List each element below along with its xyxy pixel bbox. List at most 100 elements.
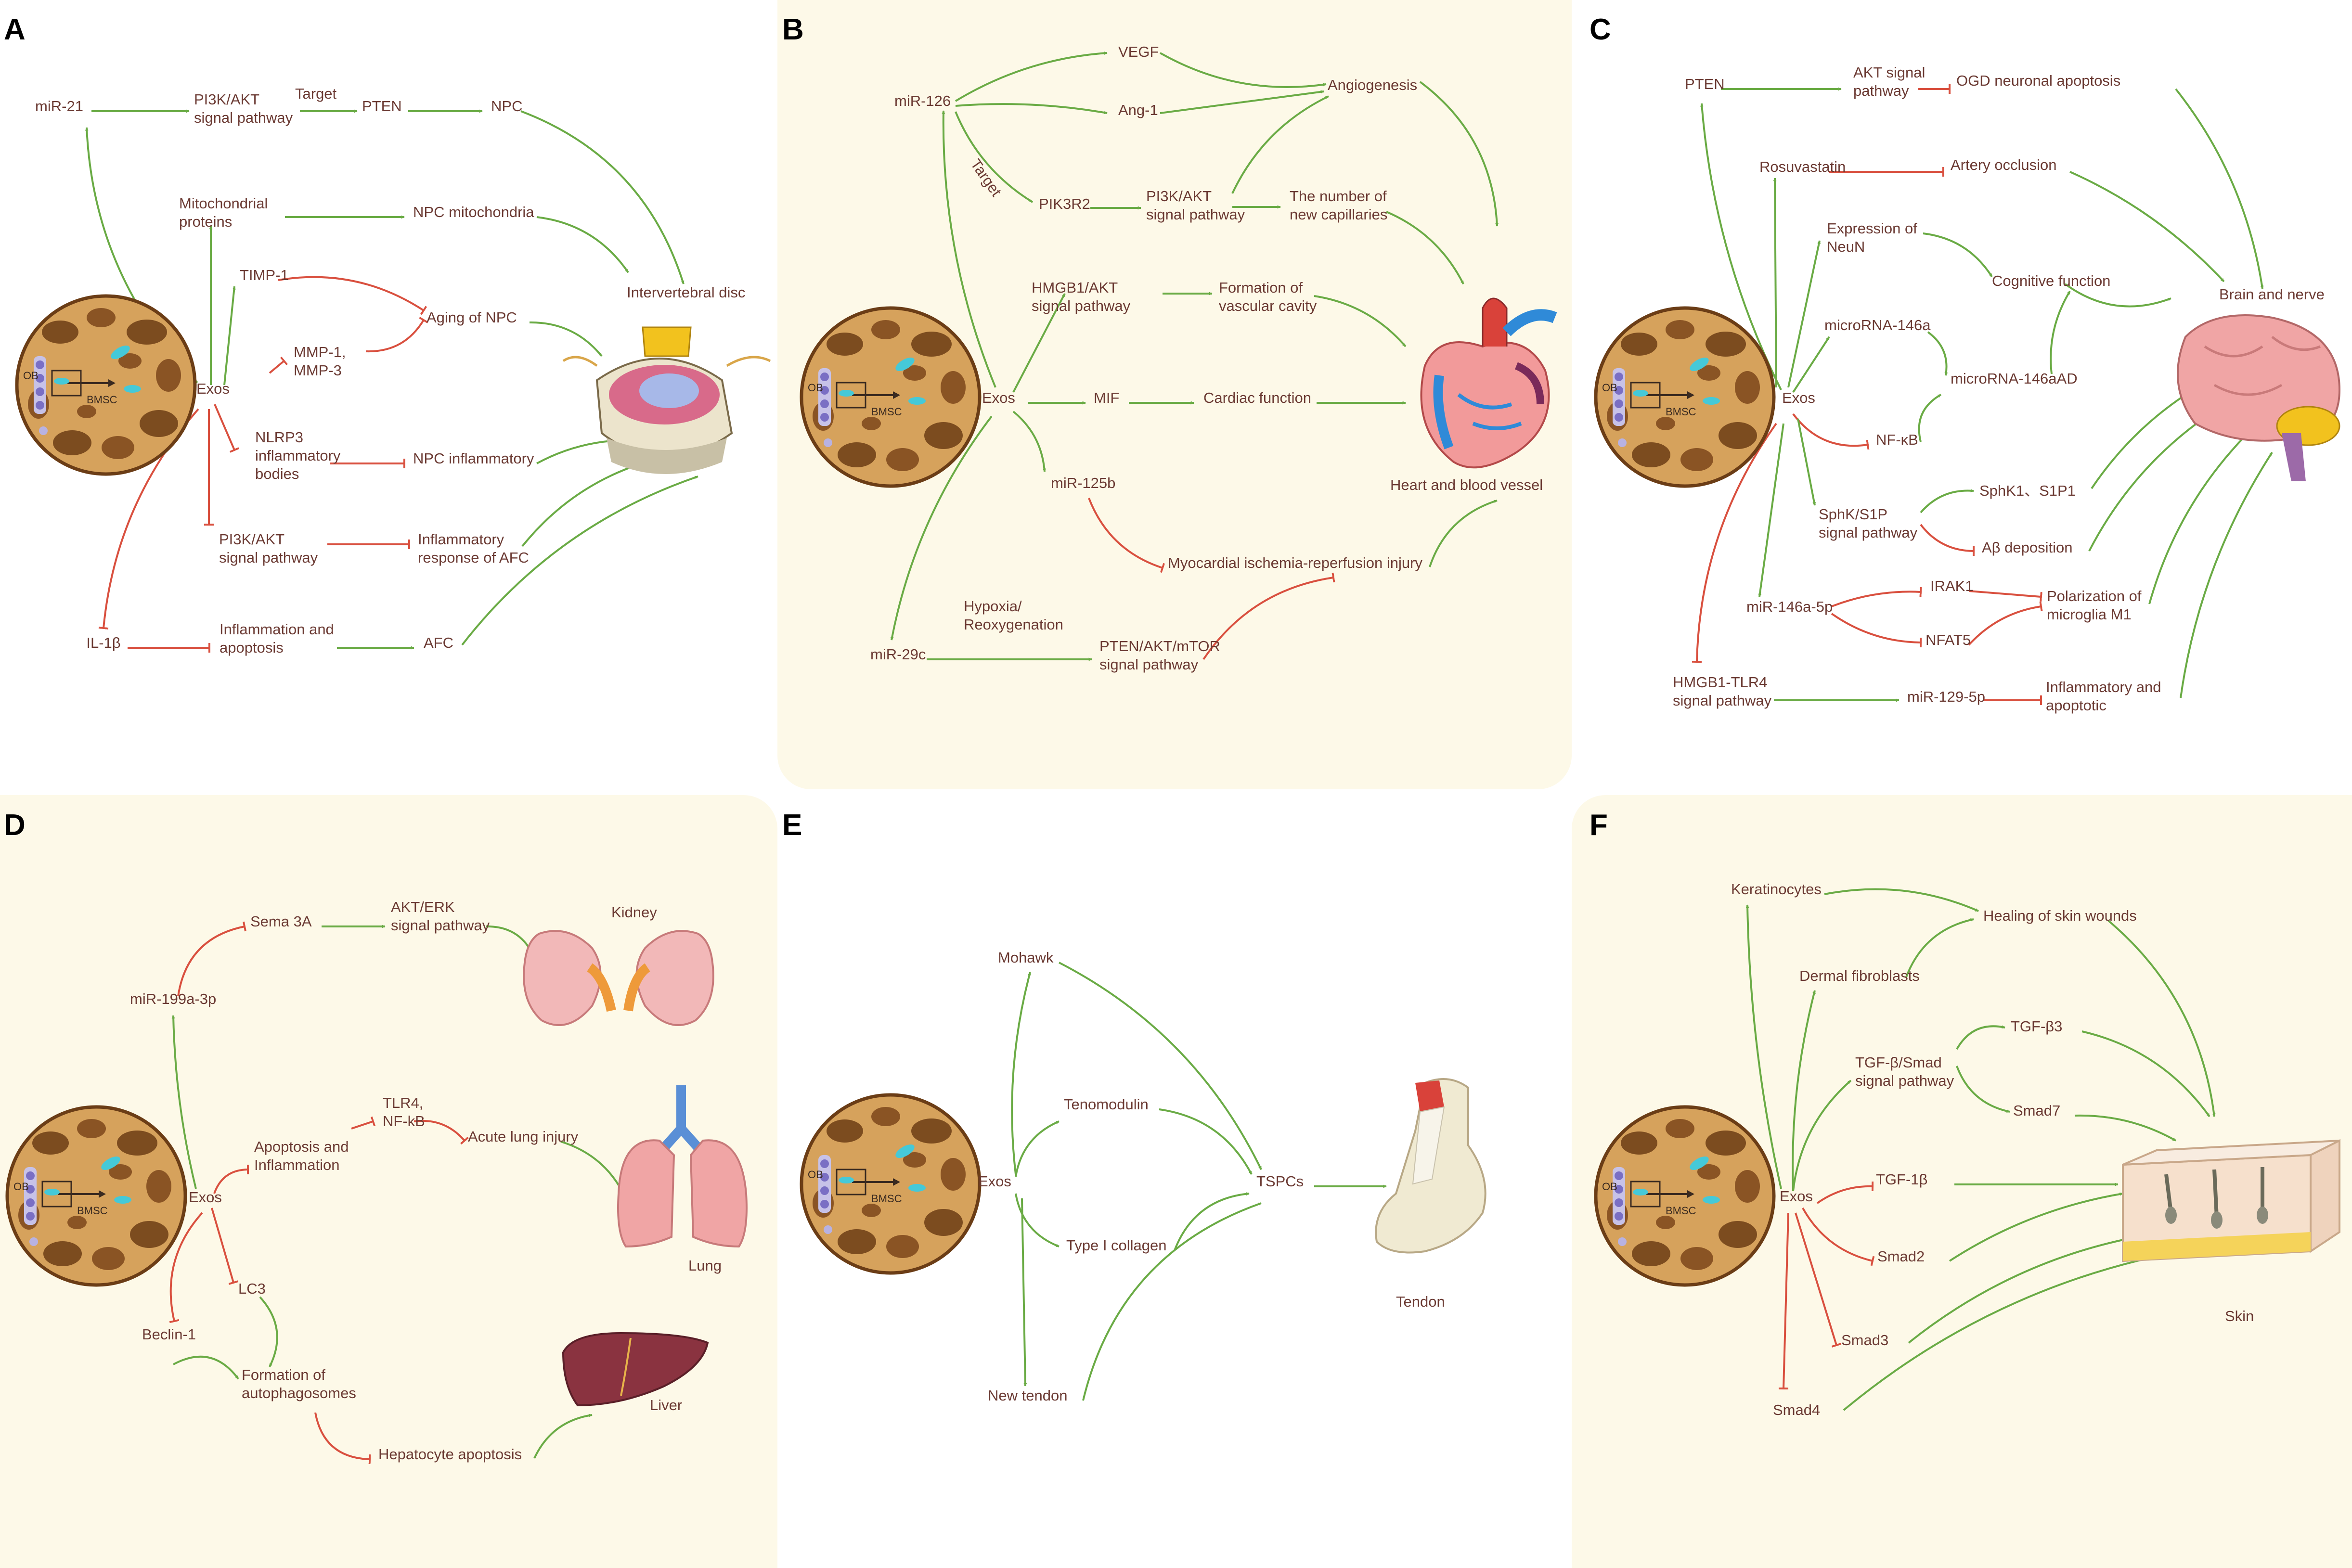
bone-marrow-illustration: OB BMSC	[7, 1107, 185, 1285]
inhibition-arrow	[1968, 590, 2042, 602]
node-a-mir21: miR-21	[35, 98, 83, 115]
panel-letter-e: E	[782, 809, 802, 842]
svg-text:BMSC: BMSC	[77, 1205, 108, 1217]
node-d-exos: Exos	[189, 1189, 222, 1206]
node-b-heart: Heart and blood vessel	[1390, 476, 1543, 493]
node-d-tlr4: TLR4,NF-kB	[383, 1094, 425, 1130]
activation-arrow	[2148, 423, 2259, 604]
node-c-nfat5: NFAT5	[1926, 631, 1971, 648]
tendon-illustration	[1375, 1078, 1486, 1254]
node-e-mohawk: Mohawk	[998, 949, 1054, 966]
activation-arrow	[1159, 1108, 1253, 1175]
activation-arrow	[2175, 88, 2264, 289]
node-c-pten: PTEN	[1685, 76, 1725, 92]
activation-arrow	[1905, 918, 1974, 977]
intervertebral-disc-illustration	[562, 326, 771, 474]
node-a-exos: Exos	[196, 380, 230, 397]
node-c-mir146aad: microRNA-146aAD	[1951, 370, 2078, 387]
heart-illustration	[1420, 297, 1557, 469]
brain-illustration	[2177, 314, 2341, 481]
node-f-kera: Keratinocytes	[1731, 881, 1822, 898]
inhibition-arrow	[1795, 1212, 1842, 1348]
inhibition-arrow	[1816, 1181, 1874, 1204]
activation-arrow	[560, 1141, 627, 1199]
activation-arrow	[1011, 972, 1031, 1175]
activation-arrow	[533, 1414, 593, 1459]
node-c-artery: Artery occlusion	[1951, 156, 2057, 173]
activation-arrow	[1059, 962, 1262, 1170]
node-b-cardiac: Cardiac function	[1203, 389, 1311, 406]
node-b-pik3r2: PIK3R2	[1039, 195, 1090, 212]
node-f-smad7: Smad7	[2013, 1102, 2060, 1119]
inhibition-arrow	[1802, 1208, 1875, 1266]
node-d-lung: Lung	[688, 1257, 722, 1274]
node-b-mir29c: miR-29c	[870, 646, 926, 663]
activation-arrow	[223, 286, 236, 386]
activation-arrow	[1174, 1192, 1250, 1251]
node-b-vegf: VEGF	[1118, 43, 1159, 60]
skin-illustration	[2122, 1139, 2340, 1262]
inhibition-arrow	[169, 1212, 203, 1324]
activation-arrow	[1792, 1080, 1852, 1192]
node-a-target: Target	[295, 85, 337, 102]
activation-arrow	[1918, 394, 1941, 442]
svg-text:OB: OB	[808, 382, 823, 394]
activation-arrow	[1012, 293, 1066, 393]
node-e-tendon: Tendon	[1396, 1293, 1445, 1310]
node-e-newtendon: New tendon	[988, 1387, 1067, 1404]
inhibition-arrow	[351, 1116, 376, 1130]
svg-text:OB: OB	[1602, 1181, 1617, 1193]
activation-arrow	[2107, 920, 2216, 1117]
svg-text:OB: OB	[13, 1181, 29, 1193]
svg-text:OB: OB	[808, 1169, 823, 1181]
node-c-irak1: IRAK1	[1930, 578, 1974, 594]
svg-text:BMSC: BMSC	[1666, 406, 1696, 418]
node-a-pten: PTEN	[362, 98, 402, 115]
node-d-liver: Liver	[650, 1397, 682, 1414]
node-a-mmp: MMP-1,MMP-3	[294, 344, 346, 379]
inhibition-arrow	[1778, 1212, 1789, 1390]
activation-arrow	[1792, 336, 1830, 393]
activation-arrow	[1824, 888, 1979, 912]
activation-arrow	[1021, 1198, 1027, 1387]
activation-arrow	[1920, 489, 1974, 514]
node-b-ang1: Ang-1	[1118, 102, 1158, 118]
panel-letter-c: C	[1590, 13, 1611, 46]
activation-arrow	[1015, 1120, 1060, 1177]
activation-arrow	[1745, 904, 1782, 1189]
node-c-exos: Exos	[1782, 389, 1815, 406]
activation-arrow	[1015, 1193, 1060, 1247]
activation-arrow	[1956, 1066, 2010, 1113]
node-d-sema3a: Sema 3A	[250, 913, 312, 930]
activation-arrow	[536, 216, 629, 273]
inhibition-arrow	[278, 276, 427, 315]
panel-letter-d: D	[4, 809, 26, 842]
activation-arrow	[2064, 283, 2171, 308]
node-b-exos: Exos	[982, 389, 1015, 406]
node-f-skin: Skin	[2225, 1308, 2254, 1324]
node-b-hypoxia: Hypoxia/Reoxygenation	[964, 598, 1063, 633]
inhibition-arrow	[1920, 524, 1975, 556]
node-c-cognitive: Cognitive function	[1992, 272, 2110, 289]
node-b-mirinj: Myocardial ischemia-reperfusion injury	[1168, 554, 1422, 571]
node-a-npcinf: NPC inflammatory	[413, 450, 534, 467]
activation-arrow	[1787, 240, 1821, 388]
activation-arrow	[1758, 423, 1784, 597]
activation-arrow	[955, 111, 1034, 203]
activation-arrow	[173, 1355, 239, 1380]
node-d-mir199: miR-199a-3p	[130, 990, 216, 1007]
